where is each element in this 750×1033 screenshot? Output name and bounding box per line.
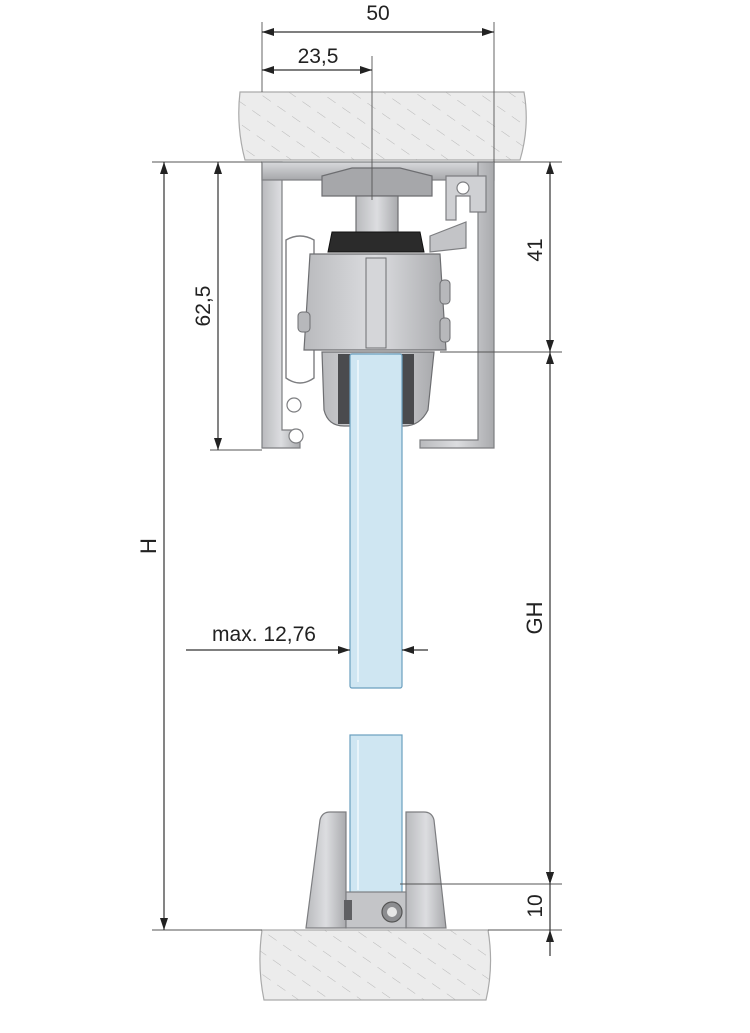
ceiling-slab bbox=[238, 91, 527, 161]
dim-track-to-glass: 41 bbox=[524, 238, 547, 261]
dim-floor-guide: 10 bbox=[524, 894, 547, 917]
dim-offset-center: 23,5 bbox=[298, 45, 339, 68]
glass-panel bbox=[349, 353, 403, 896]
dim-top-width: 50 bbox=[366, 2, 389, 25]
dim-profile-height: 62,5 bbox=[192, 286, 215, 327]
dim-glass-height: GH bbox=[522, 602, 547, 635]
dim-overall-height: H bbox=[136, 538, 161, 554]
floor-guide bbox=[305, 811, 447, 929]
dim-glass-thickness: max. 12,76 bbox=[212, 623, 316, 646]
floor-slab bbox=[259, 929, 492, 1001]
